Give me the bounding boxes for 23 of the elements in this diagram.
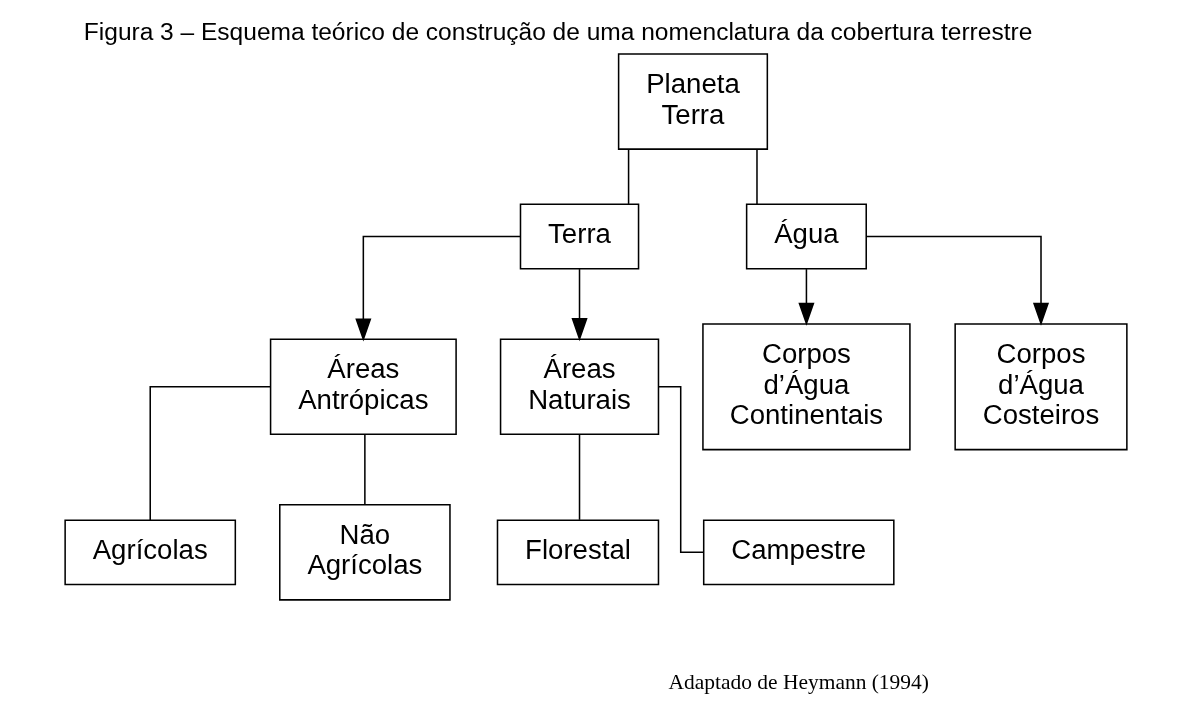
arrow	[865, 235, 1050, 326]
connector	[578, 433, 581, 521]
arrow	[571, 268, 588, 342]
connector	[756, 148, 758, 205]
node-box: Áreas Naturais	[499, 338, 660, 436]
node-box: Corpos d’Água Continentais	[702, 323, 911, 451]
arrow	[798, 268, 815, 326]
node-box: Terra	[519, 203, 640, 270]
node-box: Campestre	[702, 519, 895, 586]
node-box: Florestal	[496, 519, 660, 586]
node-box: Agrícolas	[64, 519, 237, 586]
node-box: Não Agrícolas	[279, 504, 451, 601]
arrow	[355, 235, 522, 342]
connector	[627, 148, 630, 205]
node-box: Áreas Antrópicas	[269, 338, 457, 436]
node-box: Corpos d’Água Costeiros	[954, 323, 1128, 451]
connector	[364, 433, 366, 506]
connector	[658, 386, 705, 554]
diagram-title: Figura 3 – Esquema teórico de construção de uma nomenclatura da cobertura terrestre	[83, 17, 1033, 45]
node-box: Planeta Terra	[617, 53, 769, 150]
connector	[149, 386, 272, 521]
caption: Adaptado de Heymann (1994)	[668, 670, 929, 695]
node-box: Água	[745, 203, 867, 270]
